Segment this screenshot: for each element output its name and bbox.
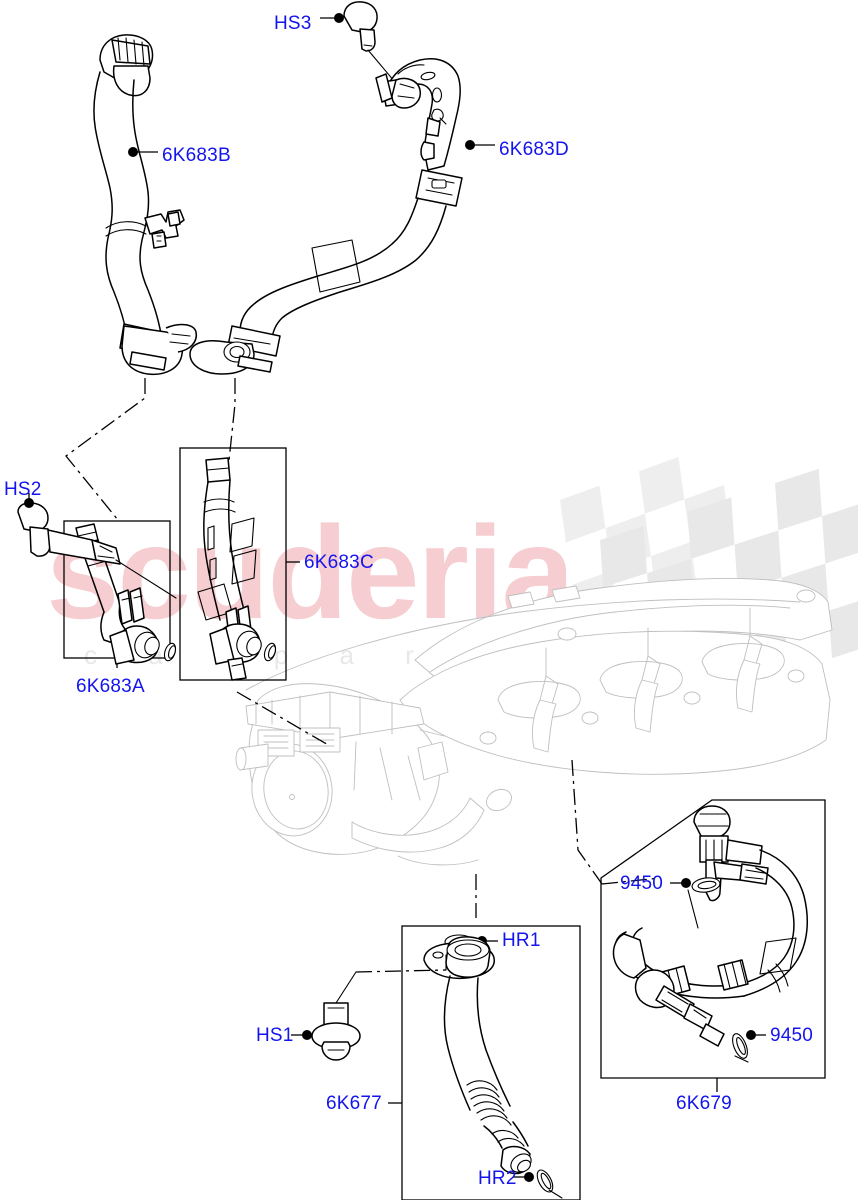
label-HR1: HR1 <box>502 930 541 951</box>
label-HS3: HS3 <box>274 13 312 34</box>
part-HS2-flange-bolt <box>17 493 177 599</box>
label-9450-lower: 9450 <box>770 1025 814 1046</box>
hs2-assembly-leader <box>115 559 177 599</box>
detail-box-6K677 <box>401 925 581 1200</box>
part-6K683D-coolant-pipe <box>189 58 495 375</box>
part-6K683A-detail <box>75 523 177 665</box>
part-6K677-oil-drain-tube <box>423 934 563 1199</box>
part-6K683B-coolant-hose <box>93 34 198 376</box>
leader-HS1-to-flange <box>355 969 447 973</box>
leader-6K683D-to-detail <box>227 378 236 471</box>
leader-engine-to-9450 <box>571 759 603 885</box>
label-HS2: HS2 <box>4 479 42 500</box>
label-6K683C: 6K683C <box>304 552 374 573</box>
label-6K683D: 6K683D <box>499 139 569 160</box>
part-6K679-oil-feed-pipe <box>601 805 809 1063</box>
label-HS1: HS1 <box>256 1025 294 1046</box>
label-6K683B: 6K683B <box>162 145 231 166</box>
label-HR2: HR2 <box>478 1168 517 1189</box>
part-HS1-flange-bolt <box>291 954 447 1061</box>
label-9450-upper: 9450 <box>620 873 664 894</box>
leader-6K683B-to-detail <box>65 378 146 521</box>
leader-6K683C-to-engine <box>236 691 331 747</box>
part-HS3-flange-bolt <box>320 1 401 89</box>
label-6K683A: 6K683A <box>76 676 145 697</box>
leader-9450-upper-inner <box>601 877 661 885</box>
detail-box-6K679 <box>600 799 826 1079</box>
part-6K683C-detail <box>197 457 277 681</box>
label-6K677: 6K677 <box>326 1093 382 1114</box>
ghost-engine-manifold <box>235 577 833 866</box>
label-6K679: 6K679 <box>676 1093 732 1114</box>
